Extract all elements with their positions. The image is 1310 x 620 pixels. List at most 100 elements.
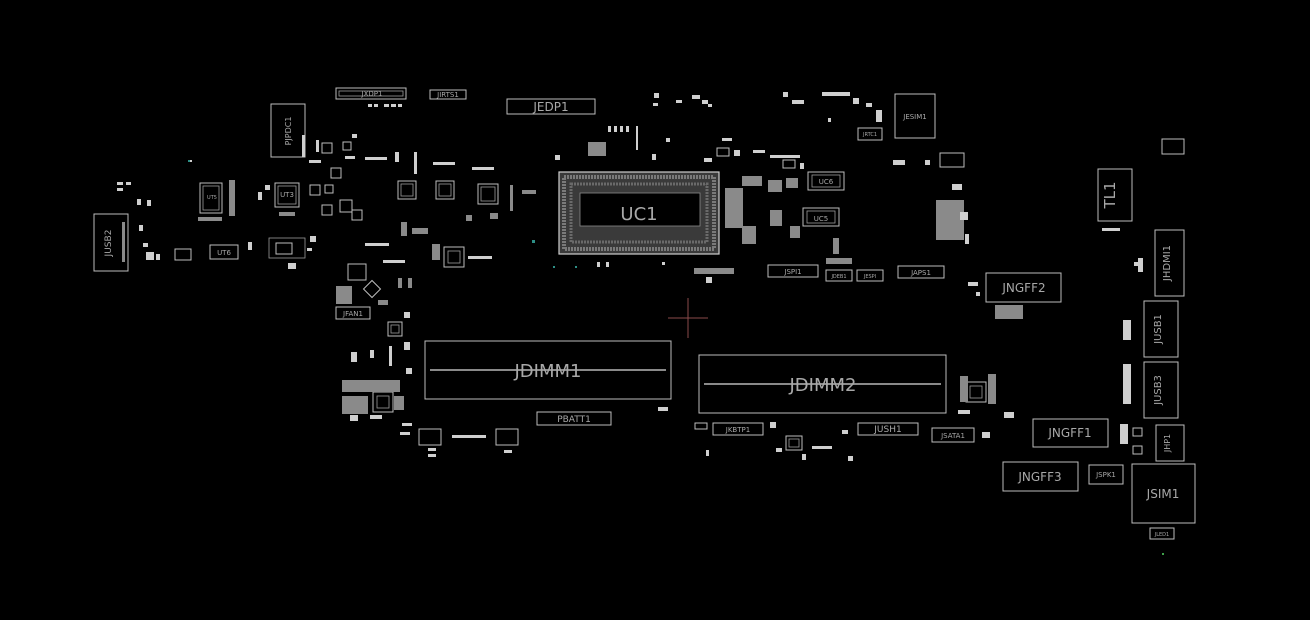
- component-outline[interactable]: [1132, 445, 1143, 455]
- label-jngff3: JNGFF3: [1017, 470, 1061, 484]
- chip-block[interactable]: [435, 180, 455, 200]
- label-jhp1: JHP1: [1163, 434, 1172, 453]
- connector-jedp1[interactable]: JEDP1: [506, 98, 596, 115]
- slot-jdimm1[interactable]: JDIMM1: [424, 340, 672, 400]
- label-jsata1: JSATA1: [940, 432, 965, 440]
- label-pbatt1: PBATT1: [557, 415, 591, 425]
- chip-uc6[interactable]: UC6: [807, 171, 845, 191]
- via: [553, 266, 555, 268]
- label-uc5: UC5: [814, 215, 828, 223]
- label-jspi1: JSPI1: [783, 268, 801, 276]
- label-jespi: JESPI: [863, 274, 876, 280]
- label-uc6: UC6: [819, 178, 834, 186]
- pad: [662, 262, 665, 265]
- crosshair-cursor-icon: [668, 298, 708, 338]
- trace: [400, 432, 410, 435]
- connector-jhp1[interactable]: JHP1: [1155, 424, 1185, 462]
- trace: [402, 423, 412, 426]
- chip-block[interactable]: [958, 374, 1014, 438]
- connector-jrtc1[interactable]: JRTC1: [857, 127, 883, 141]
- chip-uc5[interactable]: UC5: [802, 207, 840, 227]
- pad: [608, 126, 611, 132]
- connector-jsata1[interactable]: JSATA1: [931, 427, 975, 443]
- via: [188, 160, 190, 162]
- component-outline[interactable]: [174, 248, 192, 261]
- component-outline[interactable]: [362, 279, 382, 299]
- connector-jush1[interactable]: JUSH1: [857, 422, 919, 436]
- pad: [620, 126, 623, 132]
- label-ut3: UT3: [280, 191, 294, 199]
- connector-japs1[interactable]: JAPS1: [897, 265, 945, 279]
- pad: [614, 126, 617, 132]
- slot-jdimm2[interactable]: JDIMM2: [698, 354, 947, 414]
- label-jrtc1: JRTC1: [862, 132, 877, 138]
- connector-jxdp1[interactable]: JXDP1: [335, 87, 407, 107]
- passive-cluster-left: [117, 160, 316, 269]
- label-jdimm1: JDIMM1: [514, 361, 582, 382]
- connector-jusb3[interactable]: JUSB3: [1123, 361, 1179, 419]
- label-tl1: TL1: [1101, 181, 1119, 209]
- connector-jngff3[interactable]: JNGFF3: [1002, 461, 1079, 492]
- label-ut6: UT6: [217, 249, 231, 257]
- pad: [652, 154, 656, 160]
- connector-jusb2[interactable]: JUSB2: [93, 213, 129, 272]
- chip-block[interactable]: [387, 321, 403, 337]
- via: [1162, 553, 1164, 555]
- connector-jhdmi1[interactable]: JHDMI1: [1134, 229, 1185, 297]
- connector-jespi[interactable]: JESPI: [856, 269, 884, 282]
- pad: [706, 277, 712, 283]
- chip-ut5[interactable]: UT5: [198, 180, 235, 221]
- chip-ut3[interactable]: UT3: [274, 182, 300, 216]
- label-jkbtp1: JKBTP1: [725, 426, 750, 434]
- chip-uc1[interactable]: UC1: [558, 171, 720, 255]
- connector-jkbtp1[interactable]: JKBTP1: [694, 422, 764, 436]
- label-jusb2: JUSB2: [104, 230, 114, 258]
- label-uc1: UC1: [620, 204, 657, 225]
- component-outline[interactable]: [1132, 427, 1143, 437]
- label-ut5: UT5: [207, 195, 217, 201]
- pad-group: [588, 142, 606, 156]
- label-jngff2: JNGFF2: [1001, 281, 1045, 295]
- chip-block[interactable]: [397, 180, 417, 200]
- connector-jirts1[interactable]: JIRTS1: [429, 89, 467, 100]
- connector-jspi1[interactable]: JSPI1: [767, 264, 819, 278]
- connector-jesim1[interactable]: JESIM1: [894, 93, 936, 139]
- pad-group: [694, 268, 734, 274]
- label-jirts1: JIRTS1: [436, 91, 459, 99]
- connector-jfan1[interactable]: JFAN1: [335, 306, 371, 320]
- passive-cluster-top-middle: [653, 92, 930, 169]
- label-jdimm2: JDIMM2: [789, 375, 857, 396]
- connector-jdeb1[interactable]: JDEB1: [825, 269, 853, 282]
- label-jush1: JUSH1: [873, 425, 901, 435]
- passive-cluster-upper-left: [302, 134, 494, 263]
- connector-jngff1[interactable]: JNGFF1: [1032, 418, 1109, 448]
- label-jxdp1: JXDP1: [361, 90, 383, 98]
- label-jusb1: JUSB1: [1153, 314, 1164, 345]
- passive-cluster-middle: [725, 176, 852, 264]
- chip-block[interactable]: [418, 428, 442, 457]
- connector-jspk1[interactable]: JSPK1: [1088, 464, 1124, 485]
- component-outline[interactable]: [1161, 138, 1185, 155]
- connector-pjpdc1[interactable]: PJPDC1: [270, 103, 306, 158]
- pad: [597, 262, 600, 267]
- connector-jled1[interactable]: JLED1: [1149, 527, 1175, 540]
- component-tl1[interactable]: TL1: [1097, 168, 1133, 231]
- pad: [606, 262, 609, 267]
- connector-jngff2[interactable]: JNGFF2: [985, 272, 1062, 319]
- pad: [555, 155, 560, 160]
- component-outline[interactable]: [347, 263, 367, 281]
- component-outline[interactable]: [939, 152, 965, 168]
- chip-block[interactable]: [477, 183, 499, 205]
- chip-ut6[interactable]: UT6: [209, 244, 239, 260]
- connector-jusb1[interactable]: JUSB1: [1123, 300, 1179, 358]
- connector-jsim1[interactable]: JSIM1: [1131, 463, 1196, 524]
- pad: [626, 126, 629, 132]
- connector-pbatt1[interactable]: PBATT1: [536, 411, 612, 426]
- trace: [452, 435, 486, 438]
- label-jspk1: JSPK1: [1095, 471, 1116, 479]
- chip-block[interactable]: [785, 435, 803, 451]
- chip-block[interactable]: [443, 246, 465, 268]
- label-jusb3: JUSB3: [1153, 375, 1164, 406]
- chip-block[interactable]: [495, 428, 519, 453]
